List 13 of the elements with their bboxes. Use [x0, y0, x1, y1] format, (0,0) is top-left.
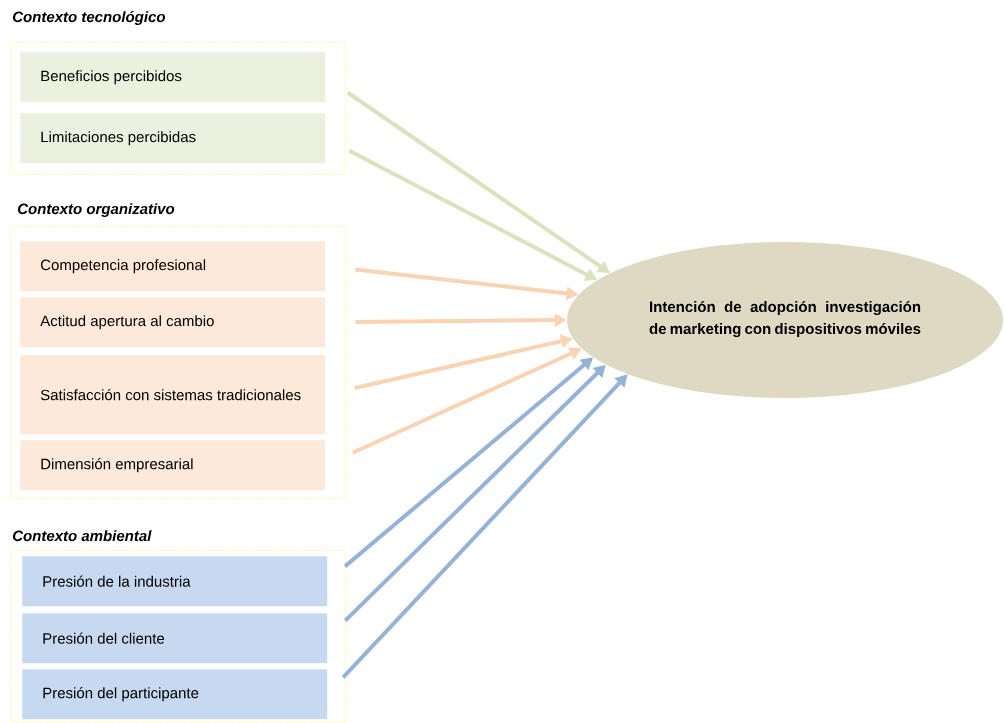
outcome-text: Intención de adopción investigación de marketing con dispositivos móviles	[649, 300, 921, 338]
factor-box: Presión de la industria	[22, 556, 328, 607]
factor-box: Beneficios percibidos	[20, 52, 326, 103]
group-heading: Contexto organizativo	[17, 203, 175, 218]
factor-box: Actitud apertura al cambio	[20, 297, 326, 348]
group-heading: Contexto ambiental	[12, 530, 152, 542]
factor-box: Dimensión empresarial	[20, 440, 326, 491]
group-heading: Contexto tecnológico	[12, 11, 166, 26]
factor-box: Presión del cliente	[22, 613, 328, 664]
factor-box: Presión del participante	[22, 669, 328, 720]
factor-box: Satisfacción con sistemas tradicionales	[20, 355, 326, 435]
factor-box: Competencia profesional	[20, 241, 326, 292]
factor-box: Limitaciones percibidas	[20, 113, 326, 164]
